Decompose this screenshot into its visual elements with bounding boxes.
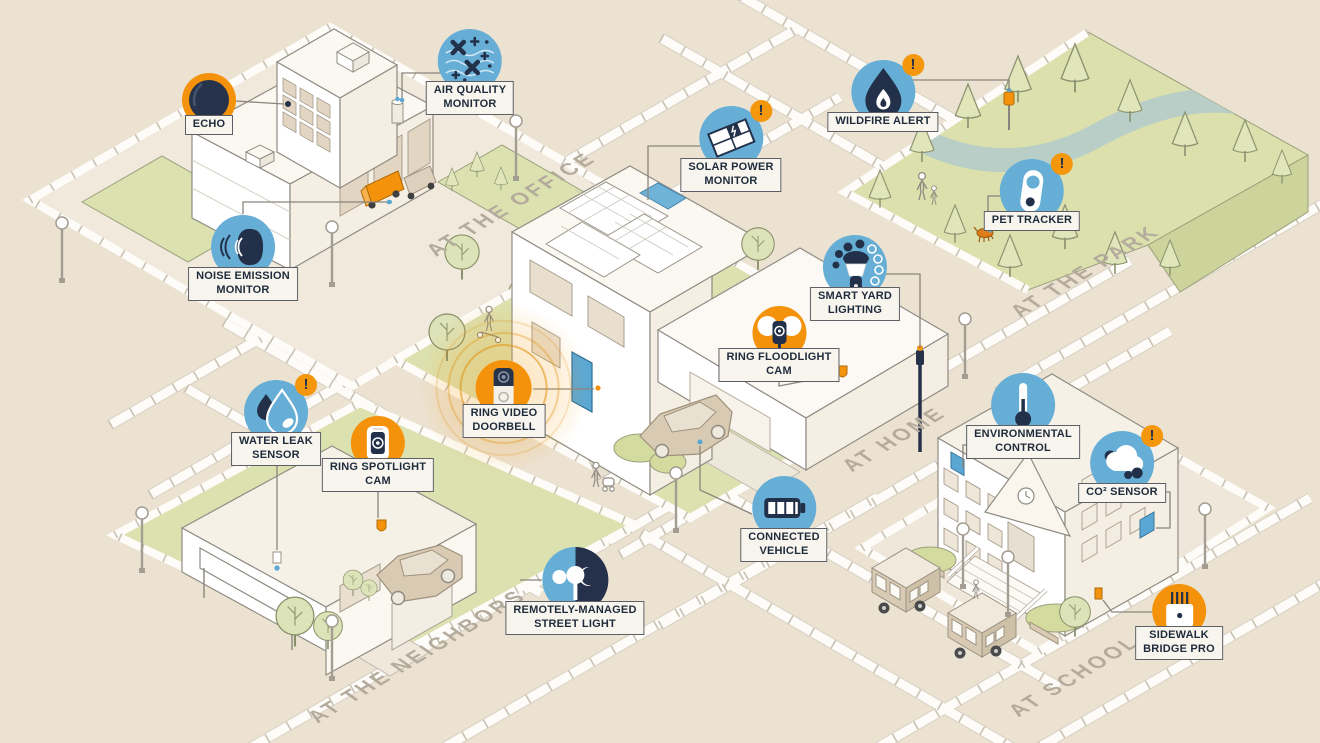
car-home [639,394,733,459]
callout-label: WATER LEAK SENSOR [231,432,321,466]
leak-device [272,551,282,571]
small-roof-box [244,144,276,169]
callout-ring-video-doorbell: RING VIDEO DOORBELL [419,304,588,472]
car-neighbors [376,544,463,606]
callout-label: SOLAR POWER MONITOR [680,158,782,192]
callout-label: REMOTELY-MANAGED STREET LIGHT [505,601,645,635]
env-control-panel [950,451,965,477]
callout-label: PET TRACKER [983,211,1081,231]
delivery-van-tan [403,165,437,200]
callout-water-leak-sensor: ! WATER LEAK SENSOR [231,374,321,466]
co2-panel [1139,511,1155,539]
callout-noise-emission-monitor: NOISE EMISSION MONITOR [188,215,298,301]
wildfire-sensor-pole [1003,87,1015,130]
callout-label: CO² SENSOR [1078,483,1166,503]
callout-label: RING FLOODLIGHT CAM [718,348,840,382]
callout-ring-spotlight-cam: RING SPOTLIGHT CAM [321,416,435,492]
callout-air-quality-monitor: AIR QUALITY MONITOR [425,29,515,115]
river [886,88,1262,173]
callout-label: WILDFIRE ALERT [827,112,939,132]
callout-label: NOISE EMISSION MONITOR [188,267,298,301]
callout-pet-tracker: ! PET TRACKER [983,153,1081,231]
echo-wall-device [285,101,291,107]
callout-echo: ECHO [182,73,236,135]
callout-solar-power-monitor: ! SOLAR POWER MONITOR [680,100,782,192]
callout-environmental-control: ENVIRONMENTAL CONTROL [966,373,1080,459]
callout-connected-vehicle: CONNECTED VEHICLE [740,476,828,562]
callout-label: RING SPOTLIGHT CAM [321,458,435,492]
callout-label: CONNECTED VEHICLE [740,528,828,562]
roof-box [335,42,371,73]
callout-label: ECHO [184,115,234,135]
callout-smart-yard-lighting: SMART YARD LIGHTING [809,235,901,321]
smart-yard-light-pole [916,345,924,452]
alert-badge: ! [750,100,772,122]
neighbors-scene [54,215,645,683]
scooter-rider [476,305,502,344]
callout-co2-sensor: ! CO² SENSOR [1078,425,1166,503]
stroller-walker [590,461,615,492]
spotlight-device [376,519,387,532]
doorbell-device [595,385,601,391]
callout-label: ENVIRONMENTAL CONTROL [966,425,1080,459]
alert-badge: ! [902,54,924,76]
tower-windows [282,77,331,153]
solar-panels [545,181,703,278]
callout-ring-floodlight-cam: RING FLOODLIGHT CAM [718,306,840,382]
bridge-device [1094,587,1103,600]
alert-badge: ! [1141,425,1163,447]
callout-label: SIDEWALK BRIDGE PRO [1135,626,1223,660]
gable [984,451,1072,573]
callout-label: RING VIDEO DOORBELL [462,404,546,438]
rooftop-air-unit [391,96,404,124]
alert-badge: ! [1051,153,1073,175]
front-door [571,350,593,414]
park-scene [837,28,1310,294]
callout-remotely-managed-street-light: REMOTELY-MANAGED STREET LIGHT [505,547,645,635]
callout-wildfire-alert: ! WILDFIRE ALERT [827,54,939,132]
callout-label: AIR QUALITY MONITOR [425,81,515,115]
callout-sidewalk-bridge-pro: SIDEWALK BRIDGE PRO [1135,584,1223,660]
alert-badge: ! [295,374,317,396]
callout-label: SMART YARD LIGHTING [809,287,901,321]
